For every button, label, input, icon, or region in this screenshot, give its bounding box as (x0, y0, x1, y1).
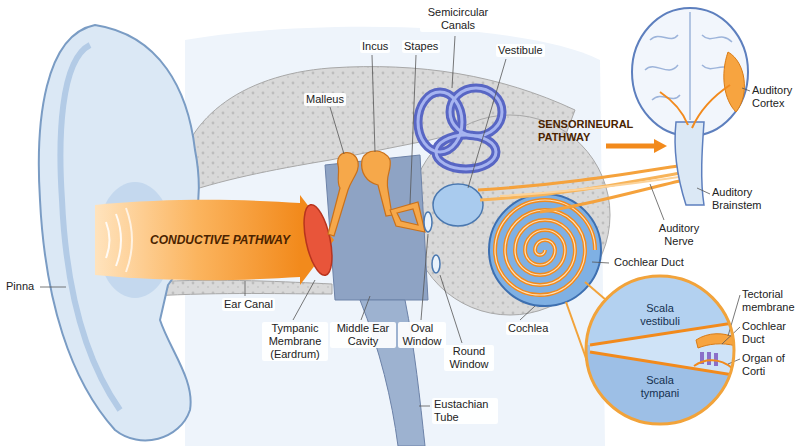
part-label: Tympanic Membrane (Eardrum) (262, 322, 328, 361)
part-label: Tectorial membrane (742, 288, 796, 314)
part-label: Organ of Corti (742, 352, 796, 378)
part-label: Eustachian Tube (432, 398, 498, 424)
tectorial-membrane-shape (696, 334, 736, 348)
part-label: Semicircular Canals (420, 6, 496, 32)
part-label: Auditory Cortex (752, 84, 796, 110)
malleus-bone (328, 153, 358, 236)
leader-line (372, 55, 375, 152)
brain-outline (632, 8, 748, 136)
round-window (432, 255, 440, 273)
vestibule-shape (433, 184, 483, 226)
part-label: Oval Window (398, 322, 446, 348)
part-label: Incus (360, 40, 390, 53)
brain-fissure (689, 12, 691, 120)
auditory-tract (692, 85, 730, 128)
part-label: Cochlear Duct (612, 256, 686, 269)
sound-wave (106, 222, 110, 258)
pathway-arrow (606, 144, 656, 149)
leader-line (419, 406, 430, 407)
hair-cell (707, 352, 711, 365)
part-label: Cochlea (506, 322, 550, 335)
leader-line (468, 59, 506, 188)
nerve-fiber (540, 179, 688, 212)
part-label: Cochlear Duct (742, 320, 796, 346)
tympanic-membrane (299, 202, 337, 277)
pathway-label: SENSORINEURAL PATHWAY (538, 118, 648, 144)
leader-line (245, 281, 246, 296)
leader-line (421, 234, 428, 320)
part-label: Auditory Nerve (650, 222, 708, 248)
part-label: Round Window (444, 345, 494, 371)
part-label: Stapes (402, 40, 440, 53)
leader-lines (40, 36, 750, 406)
scala-tympani-area (580, 270, 740, 430)
semicircular-canal-lumen (436, 135, 496, 169)
leader-line (361, 296, 370, 320)
leader-line (410, 55, 416, 204)
cross-section-inset: Scala vestibuliScala tympani (584, 274, 736, 426)
leader-line (40, 287, 66, 288)
part-label: Auditory Brainstem (712, 186, 776, 212)
leader-line (697, 188, 710, 194)
auditory-cortex-area (724, 52, 745, 112)
nerve-fiber (500, 176, 686, 196)
part-label: Malleus (304, 93, 346, 106)
part-label: Middle Ear Cavity (330, 322, 396, 348)
cochlear-duct-highlight (495, 200, 595, 295)
region-label: Scala vestibuli (630, 302, 690, 328)
sound-wave (126, 208, 132, 272)
semicircular-canal (450, 88, 502, 136)
inset-circle (586, 276, 734, 424)
sound-wave (116, 214, 121, 266)
leader-line (293, 280, 315, 320)
leader-line (650, 184, 664, 220)
brain-gyri (645, 35, 734, 100)
stapes-bone (390, 202, 425, 232)
cochlear-duct-area (590, 322, 740, 376)
leader-line (452, 36, 455, 88)
temporal-bone (410, 115, 610, 315)
lower-bone (150, 280, 332, 296)
incus-bone (362, 151, 392, 216)
leader-line (330, 107, 344, 154)
oval-window (424, 212, 432, 232)
part-label: Pinna (6, 280, 34, 293)
organ-of-corti-shape (694, 360, 732, 368)
pathway-label: CONDUCTIVE PATHWAY (150, 233, 290, 247)
leader-line (742, 88, 750, 91)
part-label: Vestibule (496, 44, 545, 57)
leader-line (520, 306, 535, 320)
leader-line (592, 262, 609, 263)
region-label: Scala tympani (630, 374, 690, 400)
zoom-line (585, 282, 606, 300)
cochlea-cross-section (580, 270, 740, 430)
cochlear-duct-spiral (495, 200, 595, 295)
basilar-membrane (590, 352, 740, 376)
ear-canal (95, 200, 300, 280)
auditory-tract (660, 92, 688, 125)
semicircular-canal-lumen (450, 88, 502, 136)
part-label: Ear Canal (222, 298, 275, 311)
brainstem-shape (675, 122, 704, 205)
inset-outline (584, 274, 736, 426)
pathway-arrowhead (654, 139, 667, 153)
